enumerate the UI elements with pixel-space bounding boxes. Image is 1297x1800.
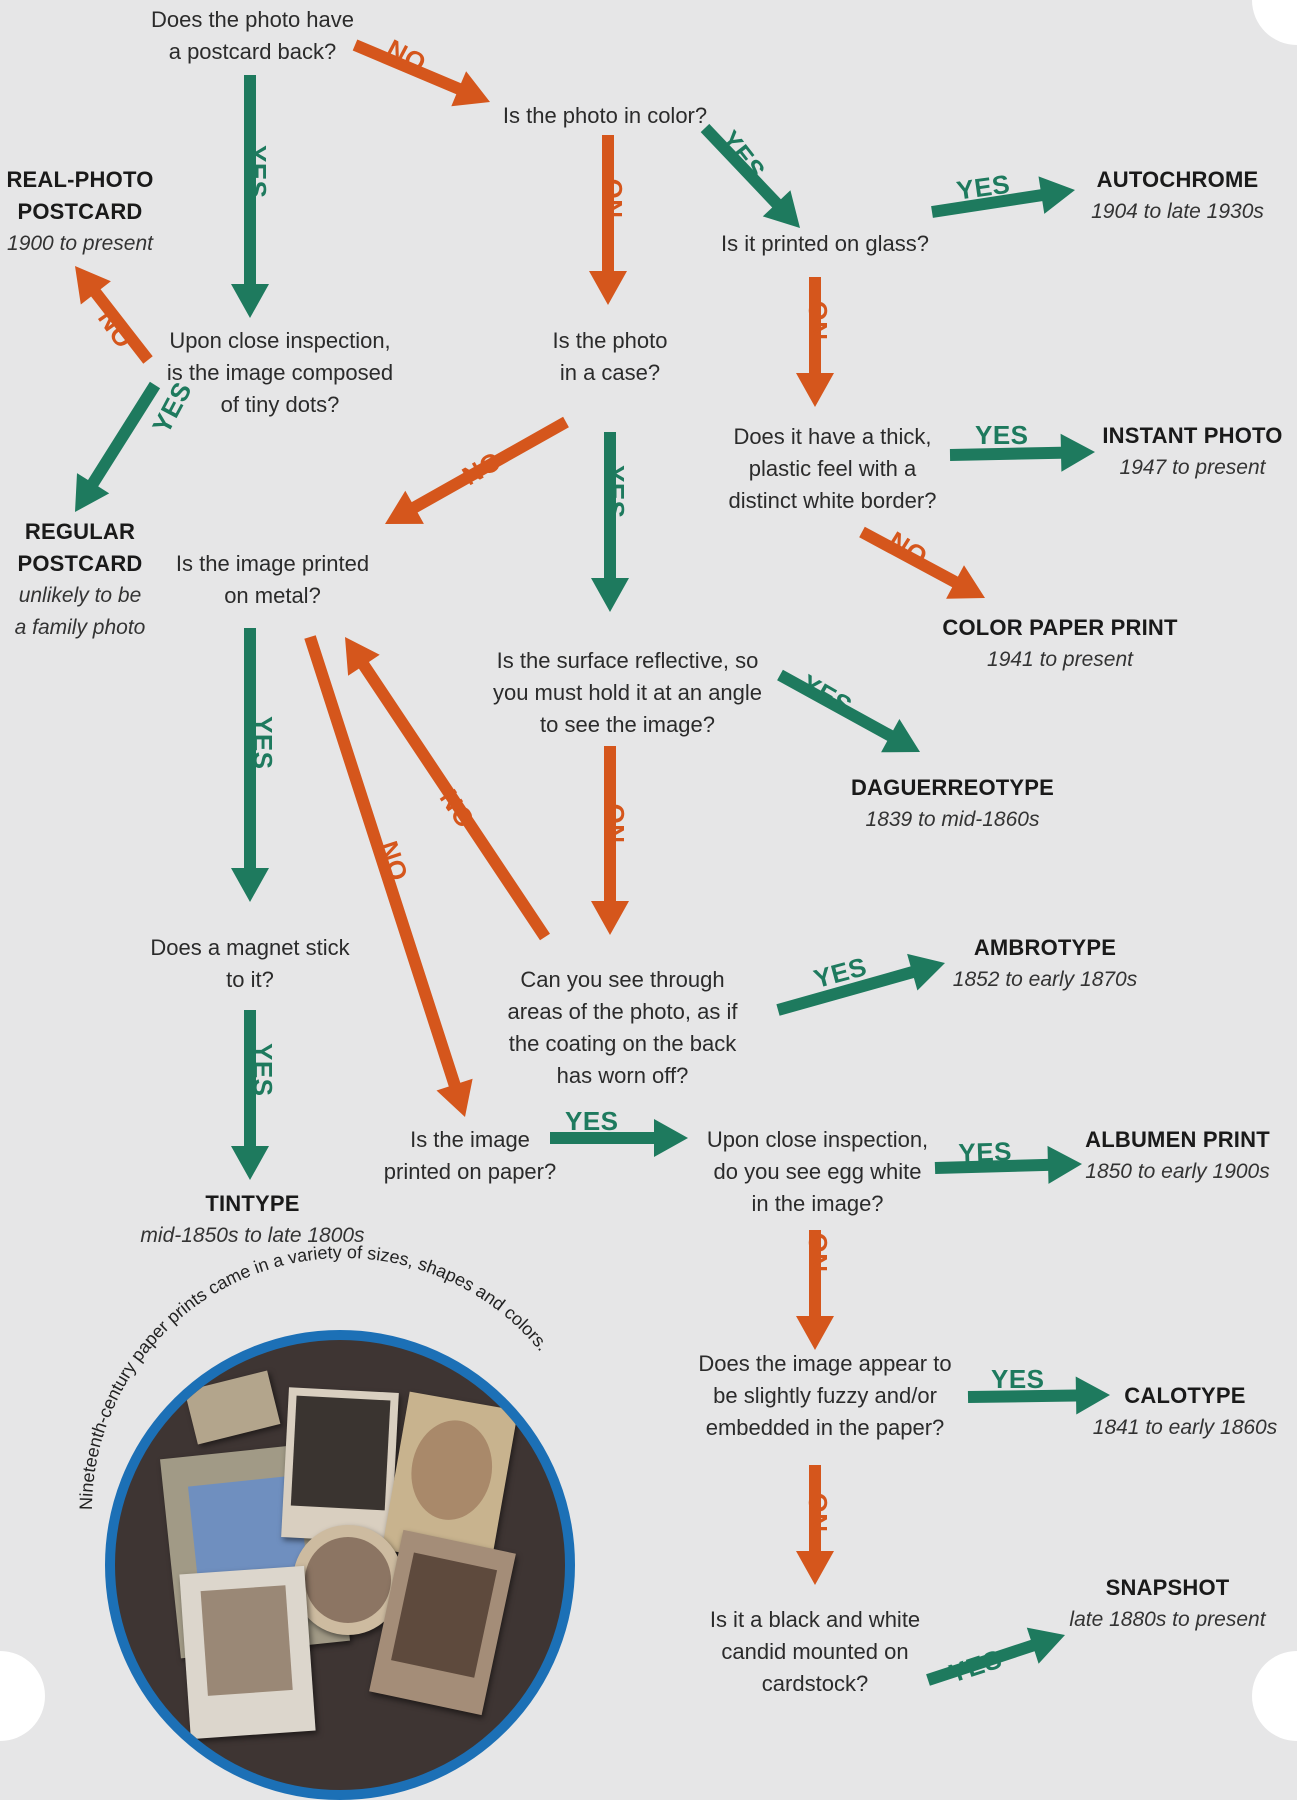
no-arrow xyxy=(345,637,550,941)
no-arrow xyxy=(796,1230,834,1350)
result-autochrome: AUTOCHROME 1904 to late 1930s xyxy=(1070,164,1285,228)
result-dates: mid-1850s to late 1800s xyxy=(140,1224,365,1247)
result-ambrotype: AMBROTYPE 1852 to early 1870s xyxy=(935,932,1155,996)
yes-label: YES xyxy=(242,145,272,199)
no-arrow xyxy=(75,266,153,364)
yes-arrow xyxy=(231,1010,269,1180)
question-black-white-candid: Is it a black and white candid mounted o… xyxy=(709,1607,921,1696)
yes-label: YES xyxy=(975,420,1029,450)
yes-label: YES xyxy=(248,1043,278,1097)
result-regular-postcard: REGULAR POSTCARD unlikely to be a family… xyxy=(0,516,160,644)
question-in-color: Is the photo in color? xyxy=(502,103,708,128)
result-color-paper-print: COLOR PAPER PRINT 1941 to present xyxy=(940,612,1180,676)
result-name: REGULAR POSTCARD xyxy=(17,519,143,576)
result-name: COLOR PAPER PRINT xyxy=(942,615,1178,640)
result-name: AUTOCHROME xyxy=(1096,167,1259,192)
yes-arrow xyxy=(591,432,629,612)
result-dates: 1852 to early 1870s xyxy=(952,968,1138,991)
no-arrow xyxy=(352,39,490,107)
photo-collage xyxy=(105,1330,575,1800)
yes-arrow xyxy=(931,176,1075,218)
question-postcard-back: Does the photo have a postcard back? xyxy=(150,7,355,64)
question-see-through: Can you see through areas of the photo, … xyxy=(507,967,738,1088)
result-real-photo-postcard: REAL-PHOTO POSTCARD 1900 to present xyxy=(0,164,160,260)
yes-arrow xyxy=(700,123,800,228)
yes-label: YES xyxy=(248,716,278,770)
result-name: REAL-PHOTO POSTCARD xyxy=(6,167,154,224)
yes-label: YES xyxy=(991,1364,1045,1394)
yes-arrow xyxy=(949,433,1095,472)
result-name: CALOTYPE xyxy=(1124,1383,1246,1408)
result-name: ALBUMEN PRINT xyxy=(1085,1127,1270,1152)
yes-label: YES xyxy=(957,1136,1013,1168)
question-surface-reflective: Is the surface reflective, so you must h… xyxy=(492,648,763,737)
result-dates: 1850 to early 1900s xyxy=(1085,1160,1270,1183)
result-dates: unlikely to be a family photo xyxy=(14,584,146,639)
photo-card xyxy=(293,1525,403,1635)
no-arrow xyxy=(385,416,569,524)
result-daguerreotype: DAGUERREOTYPE 1839 to mid-1860s xyxy=(840,772,1065,836)
no-arrow xyxy=(304,635,473,1117)
question-fuzzy-embedded: Does the image appear to be slightly fuz… xyxy=(698,1351,952,1440)
photo-card xyxy=(184,1370,281,1445)
question-printed-on-paper: Is the image printed on paper? xyxy=(383,1127,557,1184)
question-printed-on-glass: Is it printed on glass? xyxy=(721,231,929,256)
result-calotype: CALOTYPE 1841 to early 1860s xyxy=(1080,1380,1290,1444)
yes-label: YES xyxy=(954,168,1012,206)
no-label: NO xyxy=(600,803,630,843)
no-label: NO xyxy=(803,300,833,340)
yes-arrow xyxy=(776,953,945,1016)
yes-label: YES xyxy=(600,465,630,519)
result-dates: 1900 to present xyxy=(7,232,153,255)
yes-arrow xyxy=(231,75,269,318)
question-magnet-sticks: Does a magnet stick to it? xyxy=(150,935,350,992)
yes-arrow xyxy=(75,381,161,512)
result-name: INSTANT PHOTO xyxy=(1102,423,1283,448)
result-dates: 1841 to early 1860s xyxy=(1092,1416,1278,1439)
question-thick-plastic: Does it have a thick, plastic feel with … xyxy=(728,424,937,513)
question-egg-white: Upon close inspection, do you see egg wh… xyxy=(706,1127,929,1216)
yes-arrow xyxy=(934,1145,1082,1184)
photo-card xyxy=(281,1387,399,1543)
no-arrow xyxy=(591,746,629,935)
result-name: AMBROTYPE xyxy=(973,935,1117,960)
result-snapshot: SNAPSHOT late 1880s to present xyxy=(1060,1572,1275,1636)
yes-arrow xyxy=(231,628,269,902)
result-instant-photo: INSTANT PHOTO 1947 to present xyxy=(1090,420,1295,484)
result-dates: 1839 to mid-1860s xyxy=(865,808,1040,831)
flow-arrows xyxy=(75,39,1110,1686)
photo-card xyxy=(179,1565,316,1740)
result-dates: 1941 to present xyxy=(987,648,1133,671)
result-name: DAGUERREOTYPE xyxy=(850,775,1055,800)
yes-label: YES xyxy=(565,1106,619,1136)
no-arrow xyxy=(796,1465,834,1585)
result-dates: late 1880s to present xyxy=(1069,1608,1266,1631)
yes-arrow xyxy=(926,1627,1065,1686)
yes-arrow xyxy=(777,669,920,753)
question-tiny-dots: Upon close inspection, is the image comp… xyxy=(166,328,394,417)
no-arrow xyxy=(859,526,985,599)
result-dates: 1947 to present xyxy=(1119,456,1266,479)
question-in-a-case: Is the photo in a case? xyxy=(552,328,668,385)
no-arrow xyxy=(589,135,627,305)
result-tintype: TINTYPE mid-1850s to late 1800s xyxy=(130,1188,375,1252)
result-name: TINTYPE xyxy=(205,1191,300,1216)
no-label: NO xyxy=(803,1232,833,1272)
yes-arrow xyxy=(967,1376,1110,1415)
result-dates: 1904 to late 1930s xyxy=(1091,200,1264,223)
result-albumen-print: ALBUMEN PRINT 1850 to early 1900s xyxy=(1070,1124,1285,1188)
no-label: NO xyxy=(803,1492,833,1532)
no-arrow xyxy=(796,277,834,407)
no-label: NO xyxy=(598,178,628,218)
result-name: SNAPSHOT xyxy=(1105,1575,1230,1600)
question-printed-on-metal: Is the image printed on metal? xyxy=(175,551,370,608)
yes-arrow xyxy=(550,1119,688,1157)
